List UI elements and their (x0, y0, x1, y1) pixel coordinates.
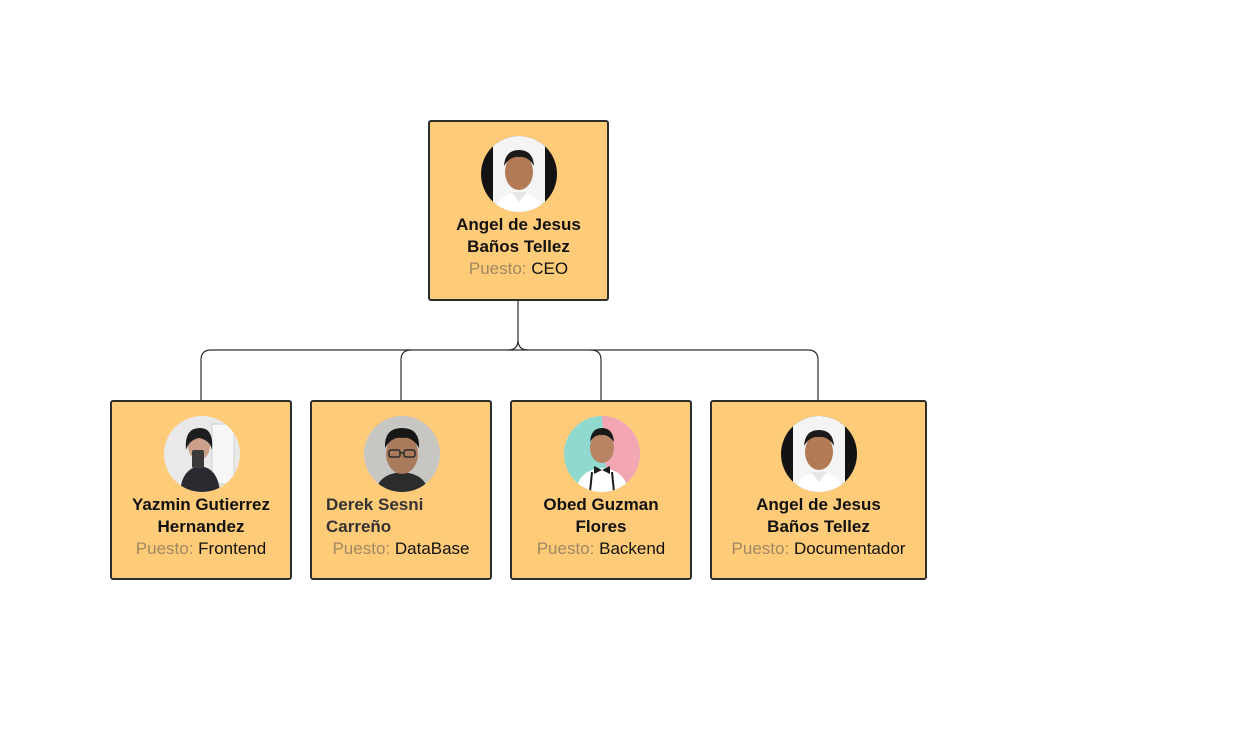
role-value: Documentador (793, 539, 906, 558)
person-name: Obed Guzman Flores (543, 495, 659, 536)
avatar-photo (781, 416, 857, 492)
role-label: Puesto: (731, 539, 790, 558)
connector-child-3 (590, 349, 602, 400)
role-value: CEO (531, 259, 569, 278)
person-name: Yazmin Gutierrez Hernandez (132, 495, 270, 536)
org-card-documentador[interactable]: Angel de Jesus Baños Tellez Puesto: Docu… (710, 400, 927, 580)
org-card-frontend[interactable]: Yazmin Gutierrez Hernandez Puesto: Front… (110, 400, 292, 580)
role-value: Backend (599, 539, 666, 558)
role-line: Puesto: CEO (430, 258, 607, 280)
connector-child-1 (200, 349, 212, 400)
org-card-ceo[interactable]: Angel de Jesus Baños Tellez Puesto: CEO (428, 120, 609, 301)
avatar-photo (481, 136, 557, 212)
role-label: Puesto: (332, 539, 391, 558)
role-line: Puesto: Documentador (712, 538, 925, 560)
org-card-database[interactable]: Derek Sesni Carreño Puesto: DataBase (310, 400, 492, 580)
role-value: Frontend (198, 539, 267, 558)
person-name: Angel de Jesus Baños Tellez (756, 495, 881, 536)
role-label: Puesto: (135, 539, 194, 558)
person-name: Angel de Jesus Baños Tellez (456, 215, 581, 256)
avatar-photo (164, 416, 240, 492)
role-line: Puesto: Backend (512, 538, 690, 560)
connector-child-4 (807, 349, 819, 400)
role-line: Puesto: Frontend (112, 538, 290, 560)
person-name: Derek Sesni Carreño (326, 495, 424, 536)
avatar-photo (564, 416, 640, 492)
role-label: Puesto: (468, 259, 527, 278)
org-card-backend[interactable]: Obed Guzman Flores Puesto: Backend (510, 400, 692, 580)
connector-root-stem (507, 300, 529, 351)
role-line: Puesto: DataBase (312, 538, 490, 560)
role-value: DataBase (394, 539, 470, 558)
connector-child-2 (400, 349, 412, 400)
role-label: Puesto: (536, 539, 595, 558)
avatar-photo (364, 416, 440, 492)
